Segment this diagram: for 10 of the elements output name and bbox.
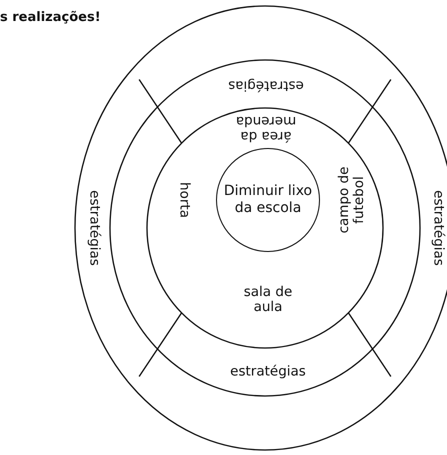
ring-segment-label: estratégias [218,364,318,380]
ring-segment-label: campo de futebol [337,163,367,237]
ring-segment-label: horta [176,170,192,230]
ring-segment-label: estratégias [216,78,316,92]
ring-segment-label: estratégias [430,178,446,278]
ring-segment-label: sala de aula [233,285,303,315]
ring-segment-label: estratégias [86,178,102,278]
goal-text: Diminuir lixo da escola [223,182,313,218]
heading-text: s realizações! [0,10,101,25]
ring-segment-label: área da merenda [231,113,301,143]
